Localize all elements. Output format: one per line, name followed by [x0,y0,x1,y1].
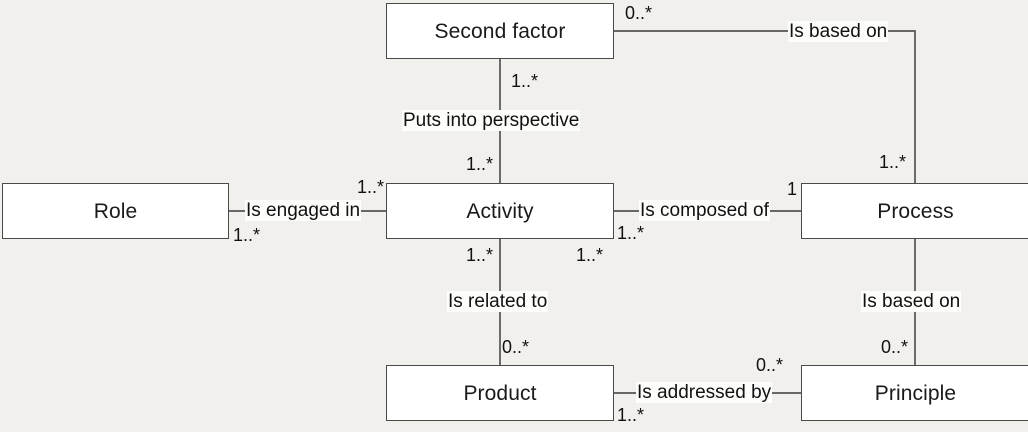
edge-label-is-based-on-process: Is based on [788,21,889,43]
multiplicity-product-principle: 1..* [617,405,645,425]
entity-node-principle[interactable]: Principle [801,365,1028,421]
multiplicity-activity-second-factor: 1..* [466,154,494,174]
entity-label-activity: Activity [466,199,534,223]
multiplicity-principle-product: 0..* [756,355,784,375]
multiplicity-activity-product: 1..* [466,245,494,265]
multiplicity-activity-lower-right: 1..* [576,245,604,265]
multiplicity-product-activity: 0..* [502,337,530,357]
edge-label-is-addressed-by: Is addressed by [636,382,773,404]
edge-label-is-engaged-in: Is engaged in [245,200,362,222]
entity-label-principle: Principle [874,381,957,405]
edge-label-is-composed-of: Is composed of [639,200,770,222]
entity-label-role: Role [93,199,138,223]
edge-label-puts-into-perspective: Puts into perspective [402,110,581,132]
entity-node-second-factor[interactable]: Second factor [386,3,614,59]
entity-node-role[interactable]: Role [2,183,229,239]
multiplicity-second-factor-activity: 1..* [511,71,539,91]
entity-label-process: Process [877,199,954,223]
multiplicity-process-activity: 1 [787,179,798,199]
multiplicity-process-second-factor: 1..* [879,152,907,172]
multiplicity-activity-process: 1..* [617,223,645,243]
entity-label-second-factor: Second factor [434,19,566,43]
multiplicity-second-factor-process: 0..* [625,3,653,23]
edge-label-is-based-on-principle: Is based on [861,291,962,313]
multiplicity-role-activity: 1..* [233,225,261,245]
entity-label-product: Product [463,381,537,405]
entity-node-activity[interactable]: Activity [386,183,614,239]
edge-label-is-related-to: Is related to [447,291,549,313]
entity-node-process[interactable]: Process [801,183,1028,239]
multiplicity-principle-process: 0..* [881,337,909,357]
multiplicity-activity-role: 1..* [357,177,385,197]
entity-node-product[interactable]: Product [386,365,614,421]
edge-line-is-based-on-process [614,30,916,183]
